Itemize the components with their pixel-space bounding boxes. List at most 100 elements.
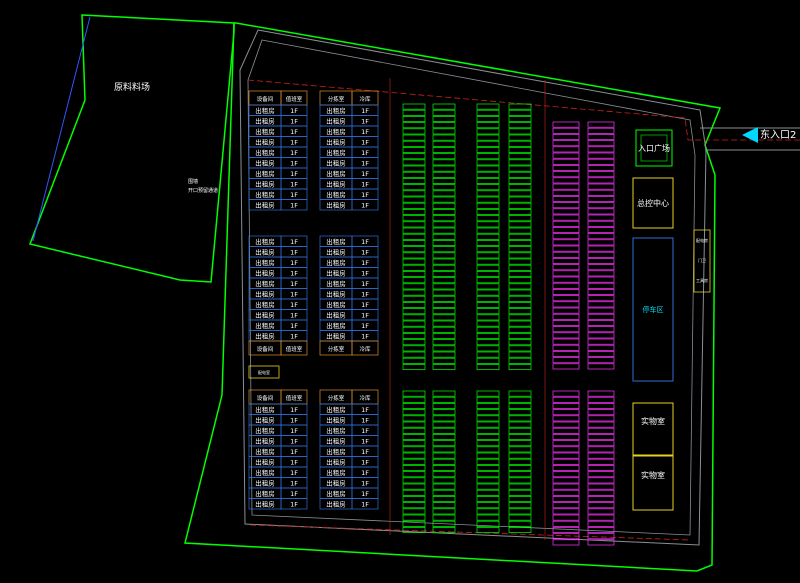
green-unit: [432, 134, 456, 141]
magenta-unit: [552, 409, 580, 416]
room-cell-label: 出租房: [255, 311, 275, 320]
room-cell-label: 出租房: [255, 169, 275, 178]
room-cell-label: 出租房: [255, 269, 275, 278]
room-cell-label: 出租房: [255, 279, 275, 288]
green-unit: [432, 351, 456, 358]
raw-material-yard-boundary: [28, 14, 235, 283]
green-unit: [508, 351, 532, 358]
room-cell-label: 出租房: [326, 148, 346, 157]
room-cell-label: 1F: [290, 417, 298, 425]
green-unit: [508, 302, 532, 308]
lab-1-box: [632, 402, 674, 456]
green-unit: [432, 165, 456, 172]
green-unit: [402, 122, 426, 129]
magenta-unit: [587, 514, 615, 521]
magenta-unit: [587, 307, 615, 314]
magenta-unit: [587, 276, 615, 283]
green-unit: [476, 458, 500, 465]
room-cell-label: 出租房: [255, 106, 275, 115]
green-unit: [402, 364, 426, 370]
green-unit: [402, 434, 426, 440]
room-cell-label: 1F: [361, 191, 369, 199]
green-unit: [476, 483, 500, 490]
magenta-unit: [552, 489, 580, 496]
room-cell-label: 1F: [361, 139, 369, 147]
green-unit: [508, 446, 532, 453]
magenta-unit: [587, 326, 615, 333]
magenta-unit: [587, 489, 615, 496]
magenta-unit: [587, 409, 615, 416]
block-header-cell: [351, 340, 379, 356]
green-unit: [402, 159, 426, 166]
green-unit: [476, 465, 500, 471]
magenta-unit: [587, 502, 615, 509]
room-cell-label: 1F: [361, 291, 369, 299]
room-cell-label: 1F: [361, 149, 369, 157]
room-cell-label: 出租房: [255, 489, 275, 498]
room-cell-label: 1F: [361, 160, 369, 168]
green-unit: [476, 357, 500, 364]
green-unit: [476, 302, 500, 308]
magenta-unit: [552, 146, 580, 153]
magenta-unit: [587, 158, 615, 165]
entrance-road: [700, 127, 800, 151]
room-cell-label: 出租房: [255, 117, 275, 126]
magenta-unit: [587, 471, 615, 478]
perimeter-road: [239, 29, 707, 546]
room-cell-label: 出租房: [326, 405, 346, 414]
green-unit: [432, 421, 456, 428]
magenta-unit: [552, 301, 580, 308]
green-unit: [432, 116, 456, 122]
green-unit: [432, 202, 456, 209]
right-small-label-2: 门卫: [698, 257, 706, 263]
green-unit: [508, 190, 532, 197]
green-unit: [476, 514, 500, 521]
green-unit: [508, 153, 532, 160]
green-unit: [476, 452, 500, 459]
green-unit: [402, 116, 426, 122]
room-cell-label: 出租房: [326, 258, 346, 267]
room-cell-label: 1F: [290, 301, 298, 309]
green-unit: [476, 364, 500, 370]
room-cell-label: 1F: [290, 107, 298, 115]
green-unit: [476, 209, 500, 215]
green-unit: [432, 184, 456, 191]
lab-2-box: [632, 455, 674, 511]
magenta-unit: [552, 440, 580, 447]
room-cell-label: 1F: [361, 469, 369, 477]
magenta-unit: [552, 202, 580, 209]
room-cell-label: 出租房: [326, 237, 346, 246]
magenta-unit: [587, 520, 615, 527]
magenta-unit: [587, 415, 615, 422]
magenta-unit: [587, 357, 615, 364]
room-cell-label: 1F: [290, 480, 298, 488]
green-unit: [402, 446, 426, 453]
green-unit: [432, 140, 456, 147]
magenta-unit: [587, 313, 615, 320]
magenta-unit: [587, 208, 615, 215]
green-unit: [508, 357, 532, 364]
room-cell-label: 1F: [361, 459, 369, 467]
room-cell-label: 1F: [290, 448, 298, 456]
magenta-unit: [552, 514, 580, 521]
magenta-unit: [552, 326, 580, 333]
green-unit: [476, 326, 500, 333]
magenta-unit: [587, 427, 615, 434]
magenta-unit: [552, 427, 580, 434]
green-unit: [476, 283, 500, 290]
magenta-unit: [587, 344, 615, 351]
yard-inner-line: [32, 16, 91, 242]
room-cell-label: 1F: [361, 128, 369, 136]
magenta-unit: [587, 227, 615, 233]
magenta-unit: [587, 320, 615, 326]
magenta-unit: [587, 152, 615, 159]
green-unit: [508, 403, 532, 409]
green-unit: [402, 227, 426, 234]
magenta-unit: [552, 171, 580, 178]
green-unit: [476, 134, 500, 141]
green-unit: [508, 514, 532, 521]
red-inner-line: [249, 524, 691, 541]
green-unit: [476, 246, 500, 253]
